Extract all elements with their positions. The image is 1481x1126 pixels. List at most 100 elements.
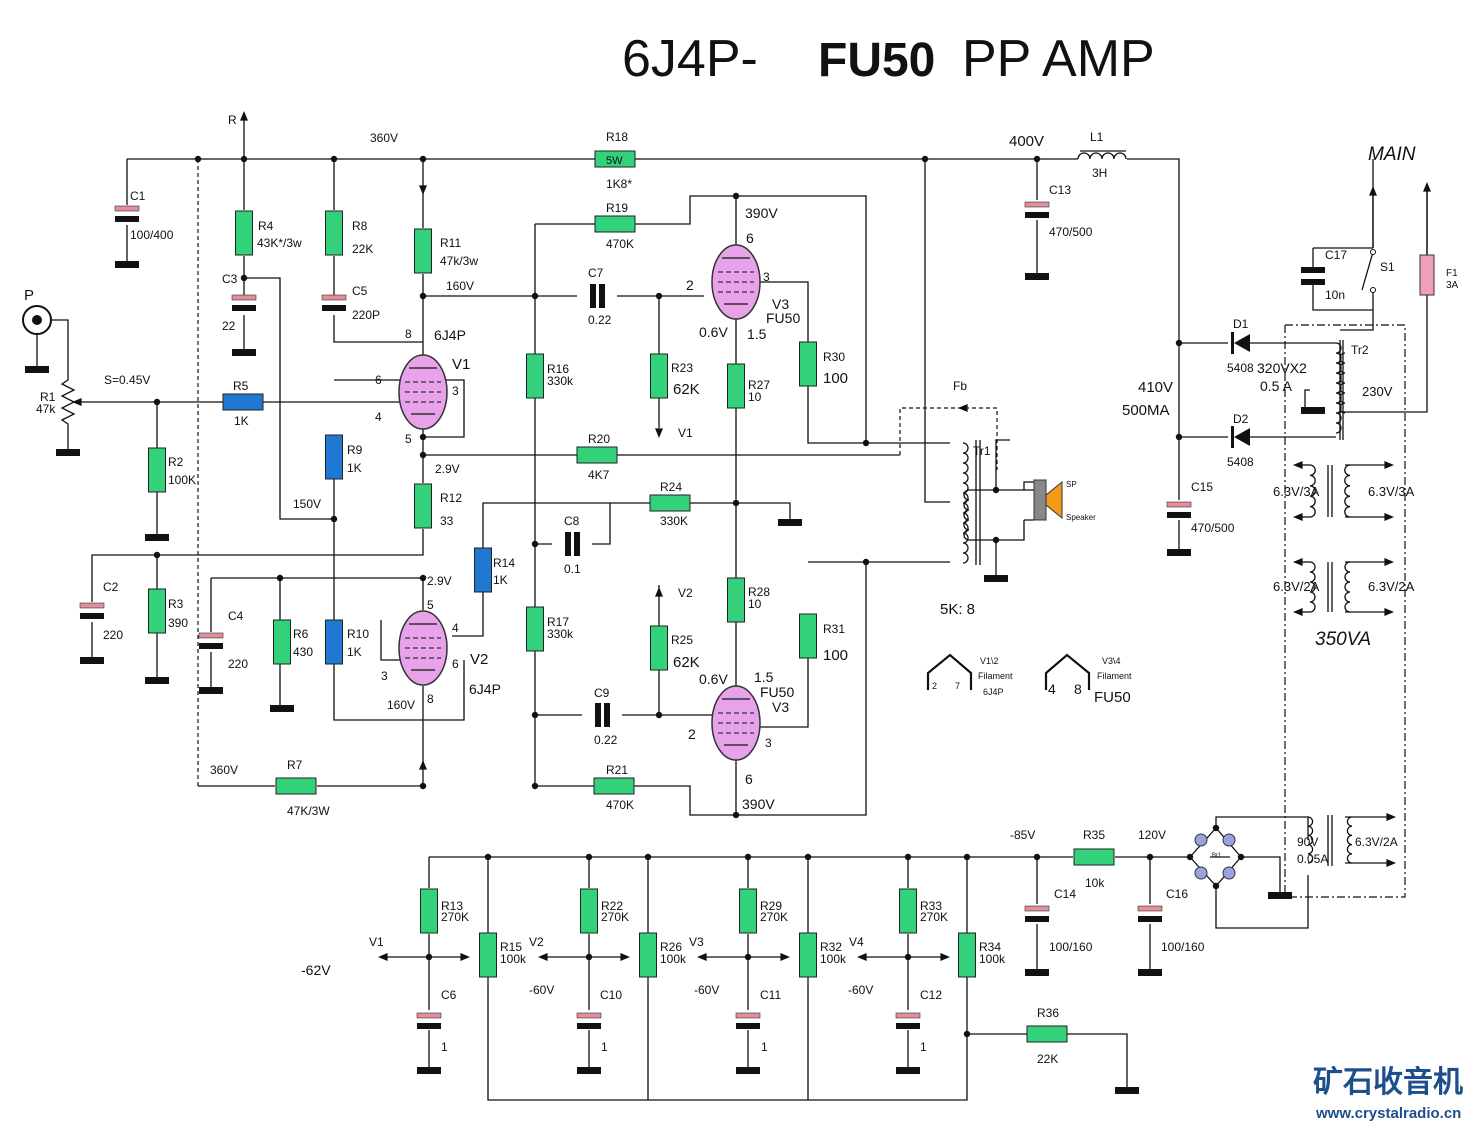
label-r9-val: 1K: [347, 461, 362, 475]
wire: [243, 159, 334, 520]
heater-winding: [1309, 464, 1316, 518]
junction-dot: [419, 292, 427, 300]
bias-arrow-icon: [655, 428, 663, 438]
label-c14-val: 100/160: [1049, 940, 1093, 954]
bridge-diode: [1222, 866, 1236, 880]
label-v390-top: 390V: [745, 205, 778, 221]
label-r17-val: 330k: [547, 627, 574, 641]
label-fil2-label: Filament: [1097, 671, 1132, 681]
label-c3: C3: [222, 272, 238, 286]
heater-arrow-icon: [1386, 813, 1396, 821]
r13-resistor: [420, 888, 438, 934]
label-c7: C7: [588, 266, 604, 280]
label-s-sens: S=0.45V: [104, 373, 150, 387]
label-v3b-pin3: 3: [765, 736, 772, 750]
label-r28-val: 10: [748, 597, 762, 611]
label-v150: 150V: [293, 497, 321, 511]
r32-resistor: [799, 932, 817, 978]
tr2-core: [1339, 340, 1344, 440]
label-v2-type: 6J4P: [469, 681, 501, 697]
tr2-primary: [1339, 352, 1346, 414]
label-c7-val: 0.22: [588, 313, 612, 327]
wire: [1340, 190, 1428, 413]
feedback-arrow-icon: [958, 404, 968, 412]
heater-arrow-icon: [1293, 513, 1303, 521]
junction-dot: [240, 274, 248, 282]
ground-icon: [145, 534, 169, 541]
c3-plate: [231, 294, 257, 301]
c9-plate: [595, 703, 601, 727]
label-v3b-pin6: 6: [745, 771, 753, 787]
label-r3-val: 390: [168, 616, 188, 630]
junction-dot: [1175, 339, 1183, 347]
label-c5-val: 220P: [352, 308, 380, 322]
wire: [534, 224, 867, 816]
label-fil2-type: FU50: [1094, 689, 1131, 706]
junction-dot: [1175, 433, 1183, 441]
label-r34: R34: [979, 940, 1001, 954]
label-h2r: 6.3V/2A: [1368, 579, 1415, 594]
label-v2-pin4: 4: [452, 621, 459, 635]
heater-arrow-icon: [1384, 513, 1394, 521]
core: [1327, 465, 1333, 517]
label-r13: R13: [441, 899, 463, 913]
r30-resistor: [799, 341, 817, 387]
junction-dot: [804, 853, 812, 861]
label-c17: C17: [1325, 248, 1347, 262]
ground-icon: [1025, 969, 1049, 976]
ground-icon: [1138, 969, 1162, 976]
label-out-v2: V2: [529, 935, 544, 949]
c14-plate: [1024, 905, 1050, 912]
junction-dot: [744, 853, 752, 861]
r19-resistor: [594, 215, 636, 233]
label-v3t-type: FU50: [766, 310, 800, 326]
c4-plate: [199, 643, 223, 649]
bias-output-arrow-icon: [940, 953, 950, 961]
wire: [333, 379, 465, 721]
label-r20-val: 4K7: [588, 468, 610, 482]
label-r14: R14: [493, 556, 515, 570]
c2-plate: [80, 613, 104, 619]
wire: [91, 379, 465, 678]
bias-output-arrow-icon: [780, 953, 790, 961]
junction-dot: [862, 558, 870, 566]
l1-choke: [1077, 152, 1127, 160]
label-r10-val: 1K: [347, 645, 362, 659]
label-d1-val: 5408: [1227, 361, 1254, 375]
label-d2: D2: [1233, 412, 1249, 426]
label-r6-val: 430: [293, 645, 313, 659]
label-r18: R18: [606, 130, 628, 144]
v2-tube: [398, 610, 448, 686]
r21-resistor: [593, 777, 635, 795]
label-r31-val: 100: [823, 647, 848, 664]
label-v3b-type: FU50: [760, 684, 794, 700]
title-part-3: PP AMP: [962, 30, 1155, 88]
junction-dot: [732, 499, 740, 507]
bias-arrow-icon: [655, 587, 663, 597]
label-c13: C13: [1049, 183, 1071, 197]
r34-resistor: [958, 932, 976, 978]
label-r11-val: 47k/3w: [440, 254, 478, 268]
label-bias-v1: V1: [678, 426, 693, 440]
label-r32-val: 100k: [820, 952, 847, 966]
switch-contact: [1370, 287, 1376, 293]
label-ma500: 500MA: [1122, 402, 1170, 419]
label-r30-val: 100: [823, 370, 848, 387]
label-r33: R33: [920, 899, 942, 913]
r23-resistor: [650, 353, 668, 399]
junction-dot: [1033, 155, 1041, 163]
ground-icon: [199, 687, 223, 694]
c5-plate: [321, 294, 347, 301]
label-v1-type: 6J4P: [434, 327, 466, 343]
ground-icon: [56, 449, 80, 456]
fuse-f1: [1419, 254, 1435, 296]
junction-dot: [531, 711, 539, 719]
label-v360-bot: 360V: [210, 763, 238, 777]
label-r6: R6: [293, 627, 309, 641]
logo-url: www.crystalradio.cn: [1315, 1105, 1461, 1122]
c2-plate: [79, 602, 105, 609]
label-fil2-p8: 8: [1074, 681, 1082, 697]
bias-output-arrow-icon: [460, 953, 470, 961]
label-fil1-label: Filament: [978, 671, 1013, 681]
r26-resistor: [639, 932, 657, 978]
